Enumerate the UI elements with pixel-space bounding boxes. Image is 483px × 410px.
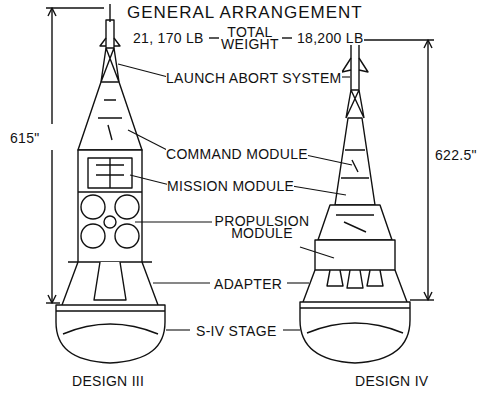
propellant-tank xyxy=(115,195,139,219)
leader-line xyxy=(166,329,190,330)
leader-line xyxy=(130,175,170,185)
escape-motor xyxy=(351,44,359,90)
propellant-tank xyxy=(81,195,105,219)
motor-fin xyxy=(342,58,368,72)
propulsion-module xyxy=(315,240,395,270)
mission-module xyxy=(88,158,132,188)
part-name: LAUNCH ABORT SYSTEM xyxy=(166,71,342,85)
leader-line xyxy=(118,64,168,77)
extension-line xyxy=(358,39,434,40)
s-iv-stage xyxy=(56,305,165,363)
leader-line xyxy=(153,282,210,283)
dimension: 622.5" xyxy=(435,148,477,162)
cabin-detail xyxy=(98,100,122,140)
stage-detail xyxy=(300,308,410,333)
design-name: DESIGN IV xyxy=(355,374,429,388)
extension-line xyxy=(46,7,104,8)
command-module xyxy=(335,118,375,205)
leader-line xyxy=(301,154,352,165)
propellant-tank xyxy=(115,224,139,248)
leader-line xyxy=(283,329,300,330)
mission-module xyxy=(318,205,392,240)
leader-line xyxy=(287,282,309,283)
leader-line xyxy=(292,186,346,195)
leader-lines xyxy=(118,64,352,330)
part-name: COMMAND MODULE xyxy=(166,147,308,161)
leader-line xyxy=(300,247,334,258)
part-name: S-IV STAGE xyxy=(196,324,277,338)
design-iii-vehicle xyxy=(56,4,165,363)
tower-truss xyxy=(346,90,364,118)
dimension-arrow xyxy=(48,8,56,303)
leader-line xyxy=(135,221,212,222)
weight-label: 21, 170 LB xyxy=(133,31,204,45)
dimension-line xyxy=(51,8,52,124)
engine-nozzle xyxy=(327,270,383,288)
adapter xyxy=(62,262,158,305)
s-iv-stage xyxy=(300,302,410,363)
mission-detail xyxy=(336,215,374,232)
dimension-arrow xyxy=(424,40,432,300)
adapter xyxy=(303,270,407,302)
pressure-sphere xyxy=(104,216,116,228)
escape-motor xyxy=(106,20,114,48)
command-module xyxy=(78,82,142,150)
dimension: 615" xyxy=(10,131,40,145)
engine-nozzle xyxy=(94,262,126,300)
module-body xyxy=(78,150,142,262)
diagram-title: GENERAL ARRANGEMENT xyxy=(127,4,363,22)
dimension-line xyxy=(427,40,428,300)
bulkhead xyxy=(78,191,142,192)
motor-fin xyxy=(100,38,120,46)
weight-label: 18,200 LB xyxy=(297,31,364,45)
part-name: ADAPTER xyxy=(214,277,282,291)
tower-truss xyxy=(101,48,119,82)
part-name: MISSION MODULE xyxy=(167,179,294,193)
design-name: DESIGN III xyxy=(72,374,144,388)
dash xyxy=(209,37,219,38)
dimension-line xyxy=(51,150,52,303)
part-name: PROPULSION MODULE xyxy=(212,215,312,239)
stage-detail xyxy=(56,311,165,334)
dash xyxy=(282,37,292,38)
extension-line xyxy=(410,299,434,300)
weight-label: TOTAL WEIGHT xyxy=(219,26,281,50)
mission-detail xyxy=(96,158,124,188)
propellant-tank xyxy=(81,224,105,248)
